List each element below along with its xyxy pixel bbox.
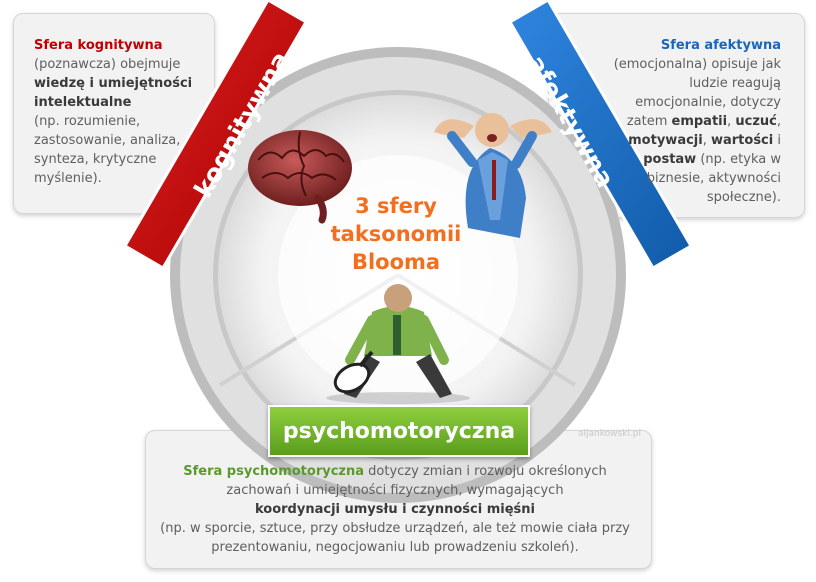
center-highlight [278, 155, 518, 395]
affective-description: Sfera afektywna (emocjonalna) opisuje ja… [613, 38, 781, 205]
cognitive-strong: wiedzę i umiejętności intelektualne [34, 76, 193, 110]
cognitive-title: Sfera kognitywna [34, 38, 163, 53]
stressed-man-image [434, 113, 552, 238]
psychomotor-intro: dotyczy zmian i rozwoju określonych zach… [226, 464, 607, 498]
center-title-line: 3 sfery [355, 194, 437, 218]
psychomotor-strong: koordynacji umysłu i czynności mięśni [254, 502, 535, 517]
psychomotor-band-label: psychomotoryczna [268, 405, 530, 457]
center-title-line: Blooma [351, 250, 441, 274]
affective-band [507, 0, 694, 271]
affective-s2: uczuć [735, 114, 777, 129]
cognitive-band [122, 0, 309, 271]
affective-s4: wartości [710, 133, 774, 148]
cognitive-line1: (poznawcza) obejmuje [34, 57, 181, 72]
affective-intro: (emocjonalna) opisuje jak ludzie reagują… [613, 57, 781, 129]
watermark: aljankowski.pl [578, 429, 641, 439]
affective-rest: (np. etyka w biznesie, aktywności społec… [646, 152, 781, 205]
center-title: 3 sfery taksonomii Blooma [318, 192, 474, 276]
affective-s1: empatii [671, 114, 728, 129]
cognitive-description: Sfera kognitywna (poznawcza) obejmuje wi… [34, 36, 204, 188]
brain-image [248, 130, 352, 224]
affective-conj: i [777, 133, 781, 148]
psychomotor-rest: (np. w sporcie, sztuce, przy obsłudze ur… [160, 521, 630, 555]
affective-title: Sfera afektywna [660, 38, 781, 53]
affective-s3: motywacji [628, 133, 703, 148]
cognitive-rest: (np. rozumienie, zastosowanie, analiza, … [34, 114, 181, 186]
center-title-line: taksonomii [330, 222, 462, 246]
tennis-player-image [326, 284, 470, 404]
psychomotor-title: Sfera psychomotoryczna [183, 464, 365, 479]
psychomotor-description: Sfera psychomotoryczna dotyczy zmian i r… [160, 462, 630, 557]
affective-s5: postaw [643, 152, 697, 167]
